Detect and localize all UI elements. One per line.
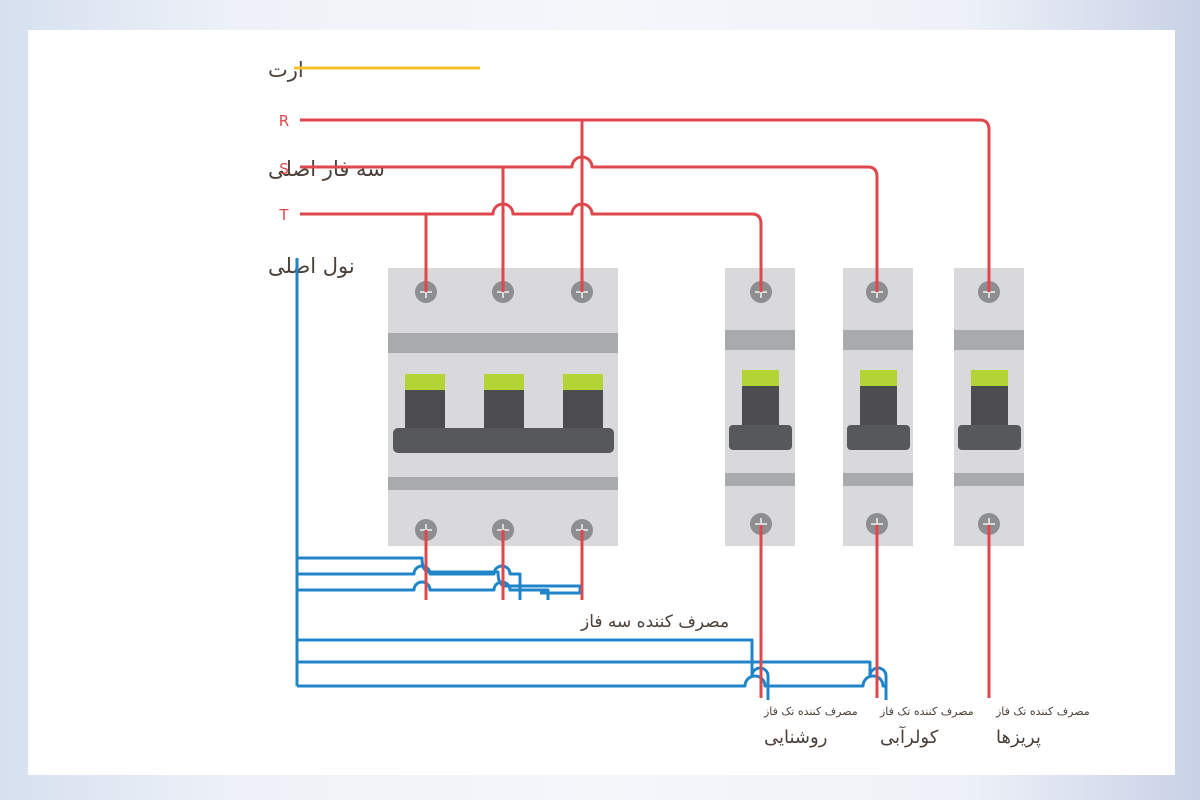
- breaker-handle[interactable]: [860, 370, 897, 428]
- phase-wiring: [300, 118, 991, 698]
- breaker-handle[interactable]: [563, 374, 603, 432]
- breaker-handle[interactable]: [742, 370, 779, 428]
- consumer-name-sockets: پریزها: [996, 727, 1041, 748]
- breaker-handle[interactable]: [405, 374, 445, 432]
- single-phase-breaker-lighting: [725, 268, 795, 546]
- consumer-name-cooler: کولرآبی: [880, 725, 939, 748]
- three-phase-consumer-label: مصرف کننده سه فاز: [580, 612, 729, 632]
- phase-t-label: T: [278, 206, 289, 224]
- phase-s-label: S: [279, 160, 289, 178]
- breaker-handle[interactable]: [971, 370, 1008, 428]
- neutral-label: نول اصلی: [268, 254, 355, 278]
- breaker-handle[interactable]: [484, 374, 524, 432]
- consumer-caption: مصرف کننده تک فاز: [879, 705, 974, 718]
- consumer-caption: مصرف کننده تک فاز: [763, 705, 858, 718]
- earth-label: ارت: [268, 58, 304, 82]
- consumer-name-lighting: روشنایی: [764, 727, 827, 748]
- consumer-caption: مصرف کننده تک فاز: [995, 705, 1090, 718]
- single-phase-breaker-sockets: [954, 268, 1024, 546]
- three-phase-breaker: [388, 268, 618, 546]
- single-phase-breaker-cooler: [843, 268, 913, 546]
- phase-r-label: R: [279, 112, 289, 130]
- three-phase-label: سه فاز اصلی: [268, 157, 385, 181]
- breaker-tie-bar: [393, 428, 614, 453]
